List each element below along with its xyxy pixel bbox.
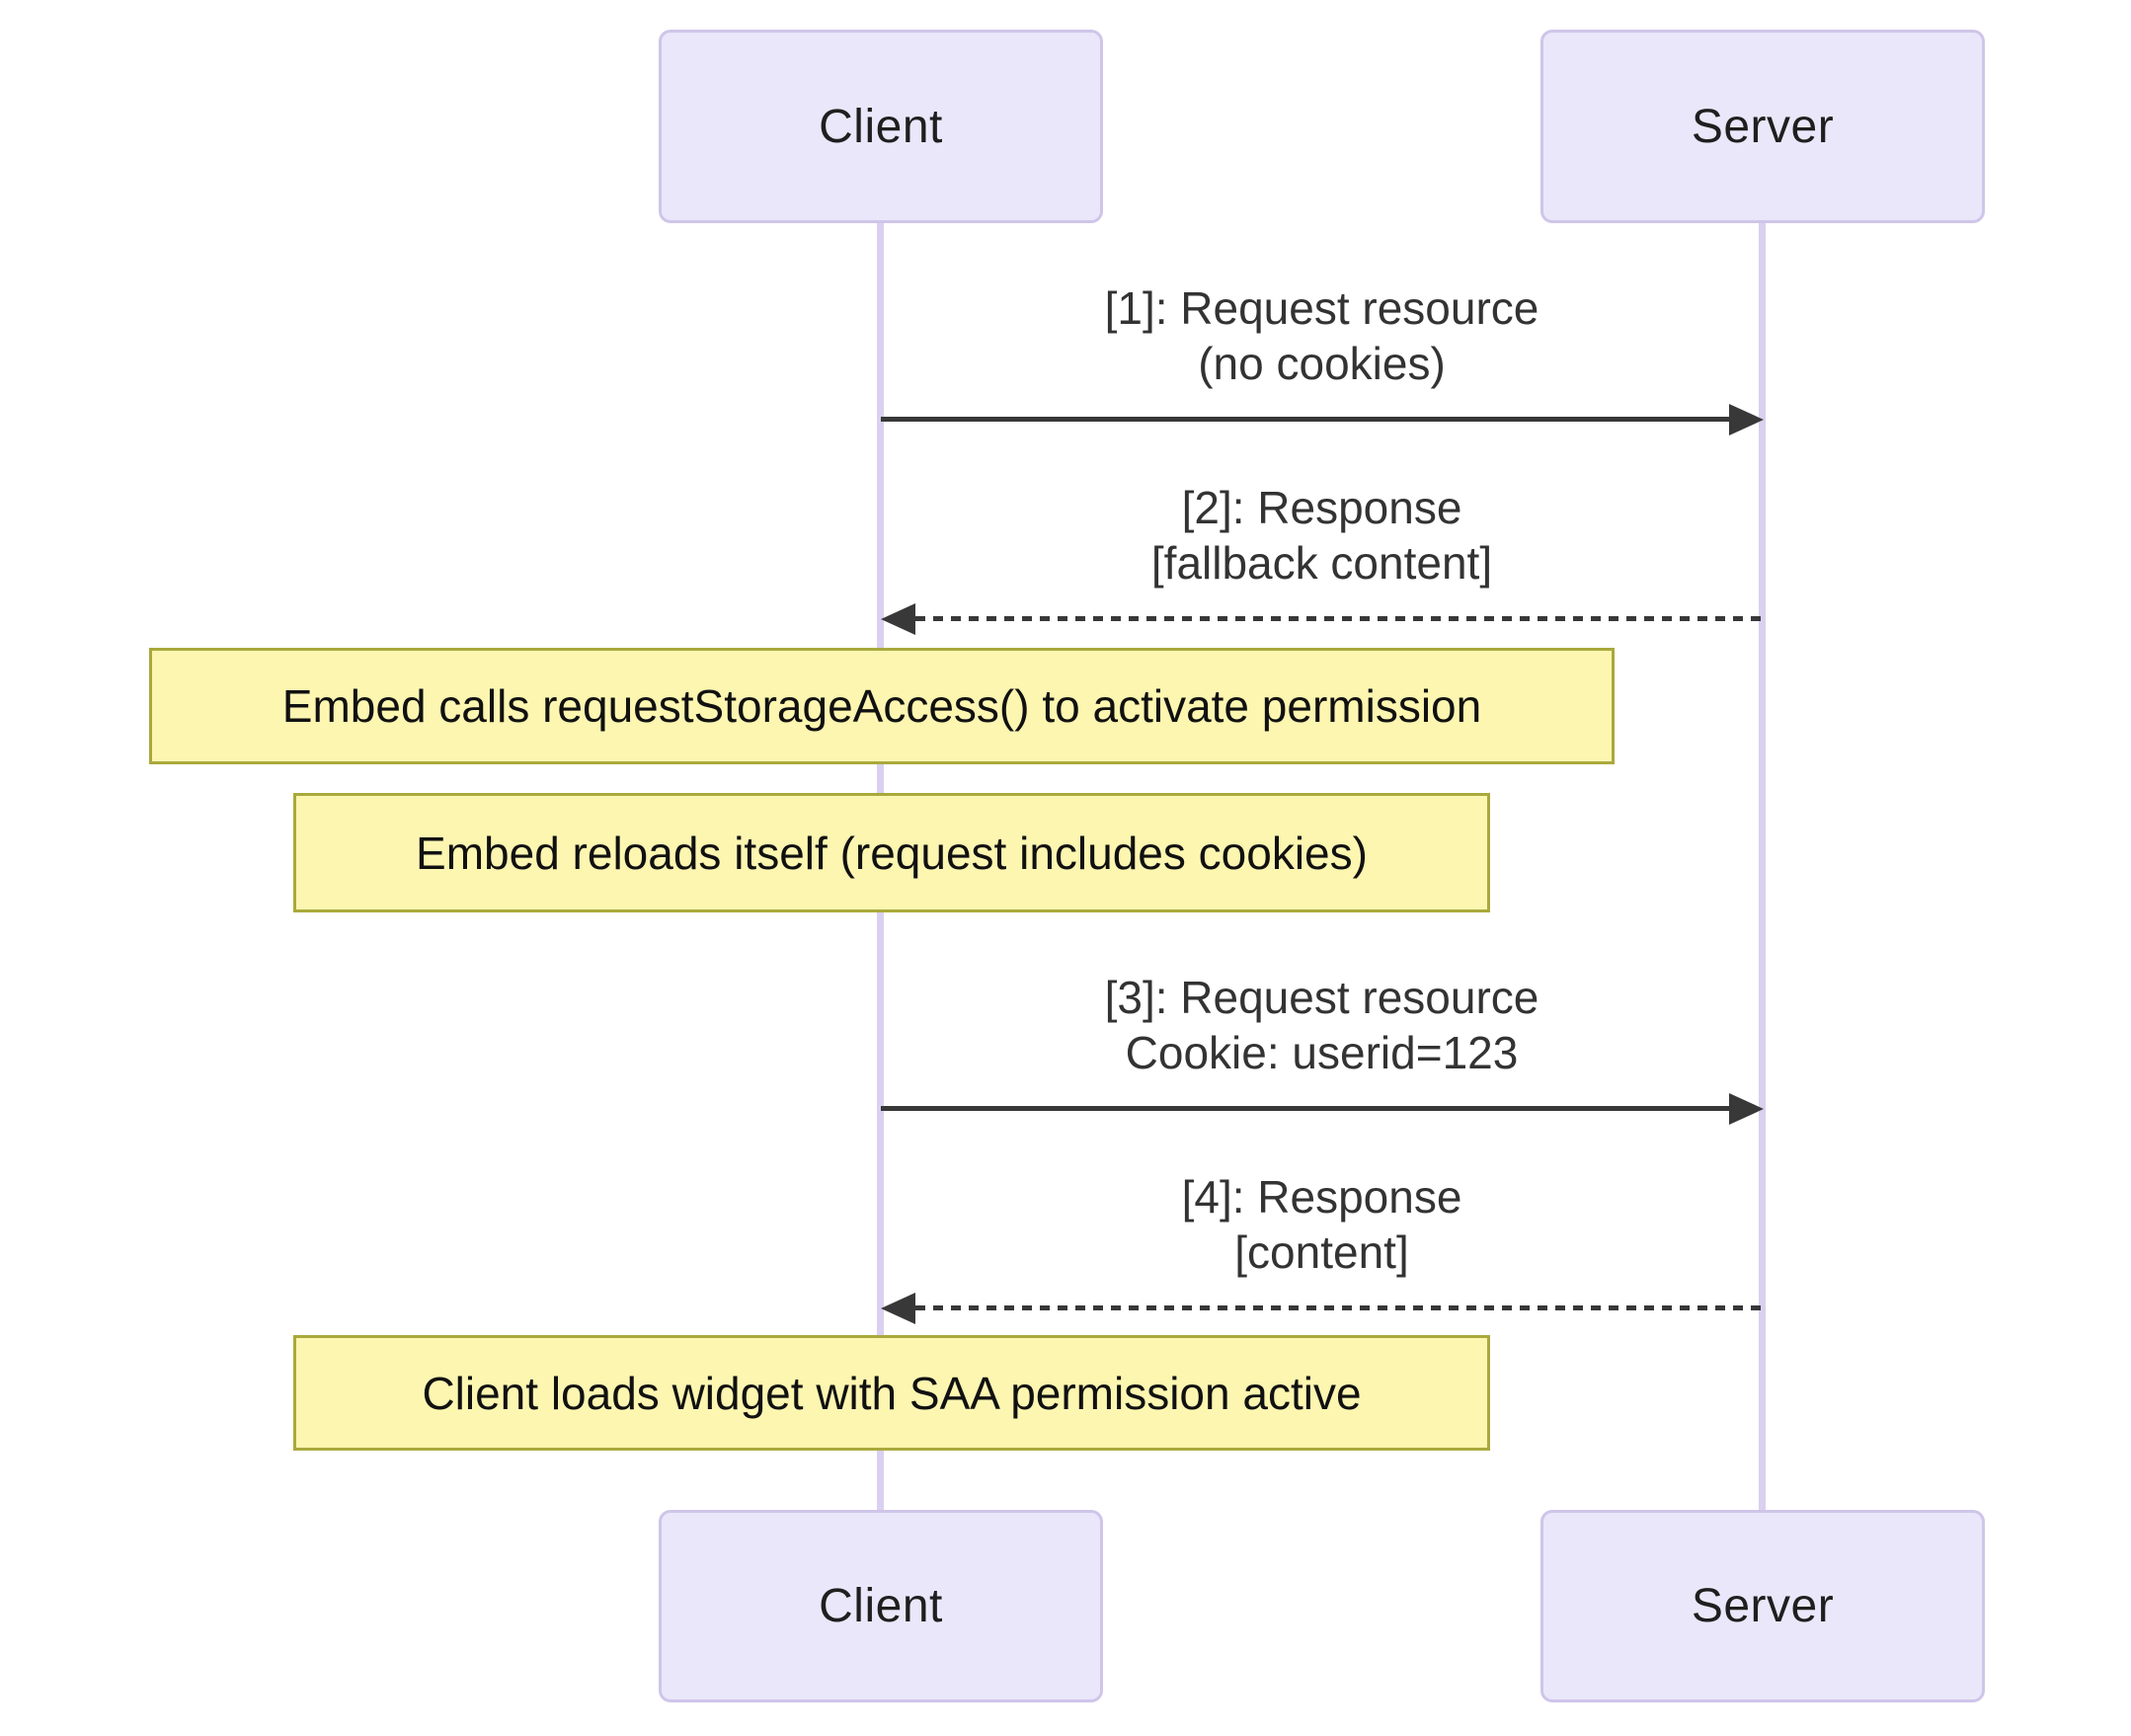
note-embed-reloads: Embed reloads itself (request includes c… <box>293 793 1490 912</box>
message-3-line1: [3]: Request resource <box>1104 972 1539 1023</box>
message-4-arrowhead-icon <box>881 1293 915 1324</box>
message-4-label: [4]: Response [content] <box>881 1169 1763 1280</box>
message-1-arrowhead-icon <box>1729 404 1764 435</box>
message-4-arrow-line <box>915 1305 1763 1310</box>
actor-box-server-bottom: Server <box>1540 1510 1985 1702</box>
note-2-text: Embed reloads itself (request includes c… <box>416 827 1368 879</box>
lifeline-server <box>1759 223 1766 1510</box>
actor-label-client-top: Client <box>819 100 943 153</box>
message-4-line1: [4]: Response <box>1181 1171 1462 1223</box>
message-3-line2: Cookie: userid=123 <box>1125 1027 1519 1078</box>
actor-label-server-bottom: Server <box>1691 1580 1835 1632</box>
message-3-arrow-line <box>881 1106 1729 1111</box>
actor-label-server-top: Server <box>1691 100 1835 153</box>
message-1-label: [1]: Request resource (no cookies) <box>881 280 1763 391</box>
note-client-loads-widget: Client loads widget with SAA permission … <box>293 1335 1490 1451</box>
actor-box-server-top: Server <box>1540 30 1985 223</box>
actor-label-client-bottom: Client <box>819 1580 943 1632</box>
message-2-arrowhead-icon <box>881 603 915 635</box>
note-3-text: Client loads widget with SAA permission … <box>422 1367 1362 1419</box>
message-2-label: [2]: Response [fallback content] <box>881 480 1763 591</box>
note-1-text: Embed calls requestStorageAccess() to ac… <box>281 680 1482 732</box>
message-1-line1: [1]: Request resource <box>1104 282 1539 334</box>
message-1-line2: (no cookies) <box>1198 338 1446 389</box>
message-2-line2: [fallback content] <box>1150 537 1493 589</box>
note-embed-calls-rsa: Embed calls requestStorageAccess() to ac… <box>149 648 1615 764</box>
actor-box-client-bottom: Client <box>659 1510 1103 1702</box>
message-1-arrow-line <box>881 417 1729 422</box>
message-3-arrowhead-icon <box>1729 1093 1764 1125</box>
message-4-line2: [content] <box>1234 1226 1409 1278</box>
message-2-line1: [2]: Response <box>1181 482 1462 533</box>
message-2-arrow-line <box>915 616 1763 621</box>
actor-box-client-top: Client <box>659 30 1103 223</box>
message-3-label: [3]: Request resource Cookie: userid=123 <box>881 970 1763 1080</box>
